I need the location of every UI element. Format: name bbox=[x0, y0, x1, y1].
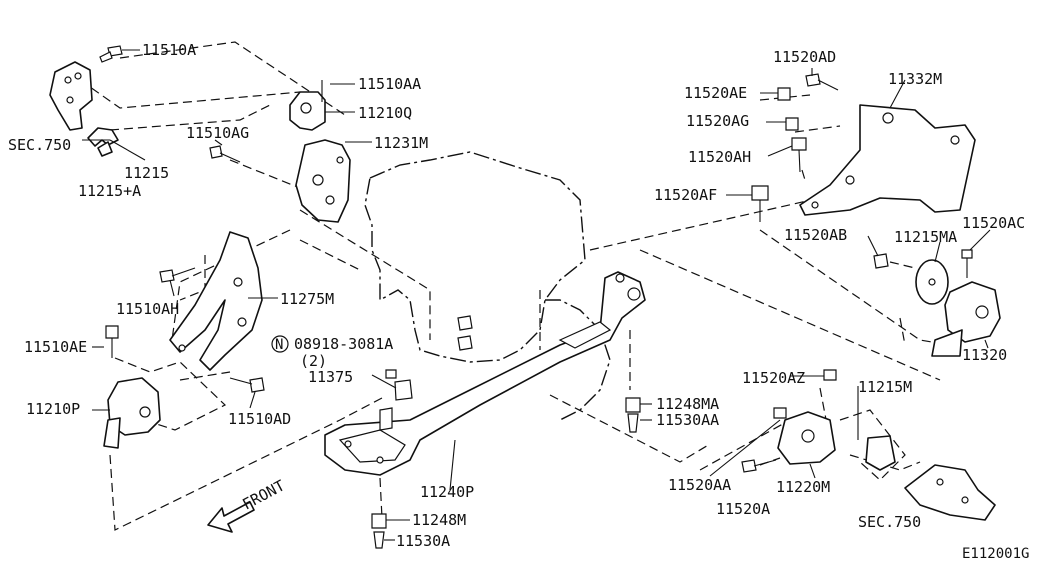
diagram-id: E112001G bbox=[962, 546, 1029, 562]
label-11215A: 11215+A bbox=[78, 182, 141, 200]
bracket-11231M bbox=[295, 139, 351, 223]
label-11248M: 11248M bbox=[412, 511, 466, 529]
front-direction-arrow bbox=[207, 501, 255, 533]
label-11520A: 11520A bbox=[716, 500, 770, 518]
label-11215M: 11215M bbox=[858, 378, 912, 396]
bolt-11510AD bbox=[229, 377, 265, 393]
nut-symbol-circle bbox=[271, 335, 289, 353]
mount-11210Q bbox=[289, 80, 326, 131]
label-11320: 11320 bbox=[962, 346, 1007, 364]
label-11215: 11215 bbox=[124, 164, 169, 182]
label-leader-lines bbox=[82, 49, 991, 541]
bolt-11520AB bbox=[873, 253, 889, 269]
bolt-11520AH bbox=[791, 137, 807, 173]
bolt-11520AA bbox=[773, 407, 787, 419]
mount-11320 bbox=[931, 281, 1001, 357]
sec750-bottom-bracket bbox=[904, 464, 996, 521]
stopper-11248M bbox=[371, 513, 387, 549]
label-08918-3081A: 08918-3081A bbox=[294, 335, 393, 353]
label-sec750-top: SEC.750 bbox=[8, 136, 71, 154]
label-11520AC: 11520AC bbox=[962, 214, 1025, 232]
label-11510AH: 11510AH bbox=[116, 300, 179, 318]
bolt-11520AE bbox=[777, 87, 791, 101]
bracket-11332M bbox=[799, 104, 976, 216]
label-11375: 11375 bbox=[308, 368, 353, 386]
label-sec750-bottom: SEC.750 bbox=[858, 513, 921, 531]
label-11210P: 11210P bbox=[26, 400, 80, 418]
label-11215MA: 11215MA bbox=[894, 228, 957, 246]
label-11530AA: 11530AA bbox=[656, 411, 719, 429]
bolt-11520AD bbox=[805, 73, 839, 91]
insulator-11215M bbox=[865, 435, 896, 471]
label-11240P: 11240P bbox=[420, 483, 474, 501]
label-11520AF: 11520AF bbox=[654, 186, 717, 204]
part-labels: 11510A SEC.750 11215 11215+A 11510AA 112… bbox=[8, 41, 1029, 562]
mount-11220M bbox=[777, 411, 836, 465]
dashed-guide-lines bbox=[79, 41, 951, 531]
label-11520AG: 11520AG bbox=[686, 112, 749, 130]
label-11210Q: 11210Q bbox=[358, 104, 412, 122]
label-11510AD: 11510AD bbox=[228, 410, 291, 428]
label-11520AD: 11520AD bbox=[773, 48, 836, 66]
label-11510A: 11510A bbox=[142, 41, 196, 59]
label-11510AA: 11510AA bbox=[358, 75, 421, 93]
bracket-11275M bbox=[169, 231, 263, 371]
nut-08918-3081A bbox=[385, 315, 473, 379]
bolt-11510AE bbox=[105, 325, 119, 358]
label-11231M: 11231M bbox=[374, 134, 428, 152]
bolt-11520AZ bbox=[823, 369, 837, 381]
label-11530A: 11530A bbox=[396, 532, 450, 550]
bolt-11520AC bbox=[961, 249, 973, 278]
bracket-11215 bbox=[87, 127, 119, 157]
label-11520AE: 11520AE bbox=[684, 84, 747, 102]
bolt-11520AF bbox=[751, 185, 769, 222]
label-qty-2: (2) bbox=[300, 352, 327, 370]
sec750-top-bracket bbox=[49, 61, 93, 131]
label-11248MA: 11248MA bbox=[656, 395, 719, 413]
bolt-11510AH bbox=[159, 267, 196, 283]
stopper-11248MA bbox=[625, 397, 641, 433]
label-front: FRONT bbox=[239, 476, 287, 513]
label-11332M: 11332M bbox=[888, 70, 942, 88]
mount-11210P bbox=[103, 377, 161, 449]
label-11220M: 11220M bbox=[776, 478, 830, 496]
bolt-11510AG bbox=[209, 145, 241, 163]
label-11520AZ: 11520AZ bbox=[742, 369, 805, 387]
bushing-11375 bbox=[379, 379, 413, 431]
bolt-11510A bbox=[99, 45, 123, 63]
label-11520AB: 11520AB bbox=[784, 226, 847, 244]
bolt-11520AG bbox=[785, 117, 799, 131]
label-11510AG: 11510AG bbox=[186, 124, 249, 142]
label-11510AE: 11510AE bbox=[24, 338, 87, 356]
label-11520AH: 11520AH bbox=[688, 148, 751, 166]
engine-phantom-outline bbox=[364, 151, 611, 421]
label-11520AA: 11520AA bbox=[668, 476, 731, 494]
label-11275M: 11275M bbox=[280, 290, 334, 308]
insulator-11215MA bbox=[915, 259, 949, 305]
label-nut-symbol: N bbox=[275, 337, 283, 353]
bolt-11520A bbox=[741, 459, 777, 473]
member-11240P bbox=[324, 271, 646, 476]
